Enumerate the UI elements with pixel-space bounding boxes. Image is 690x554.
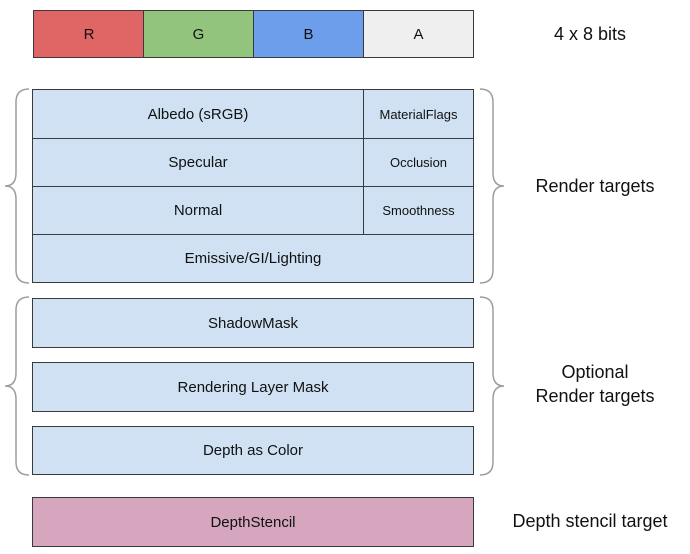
channel-a: A [363, 10, 474, 58]
rt0-main: Albedo (sRGB) [32, 89, 364, 139]
rt1-main-label: Specular [168, 154, 228, 171]
depth-stencil-label: DepthStencil [210, 513, 296, 531]
rt2-main: Normal [32, 186, 364, 235]
optional-target-shadowmask-label: ShadowMask [207, 314, 299, 332]
optional-target-rendering-layer-mask-label: Rendering Layer Mask [177, 378, 329, 396]
right-brace-render-targets [479, 88, 505, 284]
rt1-main: Specular [32, 138, 364, 187]
left-brace-render-targets [4, 88, 30, 284]
optional-caption-line1: Optional [561, 362, 629, 382]
rt0-alpha: MaterialFlags [363, 89, 474, 139]
channel-b-label: B [303, 25, 314, 43]
channel-b: B [253, 10, 363, 58]
right-brace-optional-targets [479, 296, 505, 476]
rt3-main-label: Emissive/GI/Lighting [184, 250, 322, 267]
optional-caption-line2: Render targets [535, 386, 655, 406]
channel-a-label: A [413, 25, 424, 43]
rt2-main-label: Normal [173, 202, 223, 219]
optional-target-shadowmask: ShadowMask [32, 298, 474, 348]
depth-stencil-caption: Depth stencil target [512, 511, 668, 531]
rt2-alpha: Smoothness [363, 186, 474, 235]
optional-targets-caption: Optional Render targets [515, 360, 675, 408]
channel-r: R [33, 10, 144, 58]
rt0-alpha-label: MaterialFlags [379, 106, 458, 122]
channels-caption: 4 x 8 bits [553, 24, 627, 44]
left-brace-optional-targets [4, 296, 30, 476]
optional-target-depth-as-color: Depth as Color [32, 426, 474, 475]
depth-stencil-box: DepthStencil [32, 497, 474, 547]
channel-g: G [143, 10, 253, 58]
rt2-alpha-label: Smoothness [382, 203, 455, 218]
channel-r-label: R [83, 25, 95, 43]
rt1-alpha: Occlusion [363, 138, 474, 187]
optional-target-depth-as-color-label: Depth as Color [202, 442, 304, 459]
rt0-main-label: Albedo (sRGB) [147, 105, 249, 123]
rt1-alpha-label: Occlusion [389, 155, 448, 170]
channel-g-label: G [192, 25, 205, 43]
render-targets-caption: Render targets [535, 176, 655, 196]
rt3-main: Emissive/GI/Lighting [32, 234, 474, 283]
optional-target-rendering-layer-mask: Rendering Layer Mask [32, 362, 474, 412]
